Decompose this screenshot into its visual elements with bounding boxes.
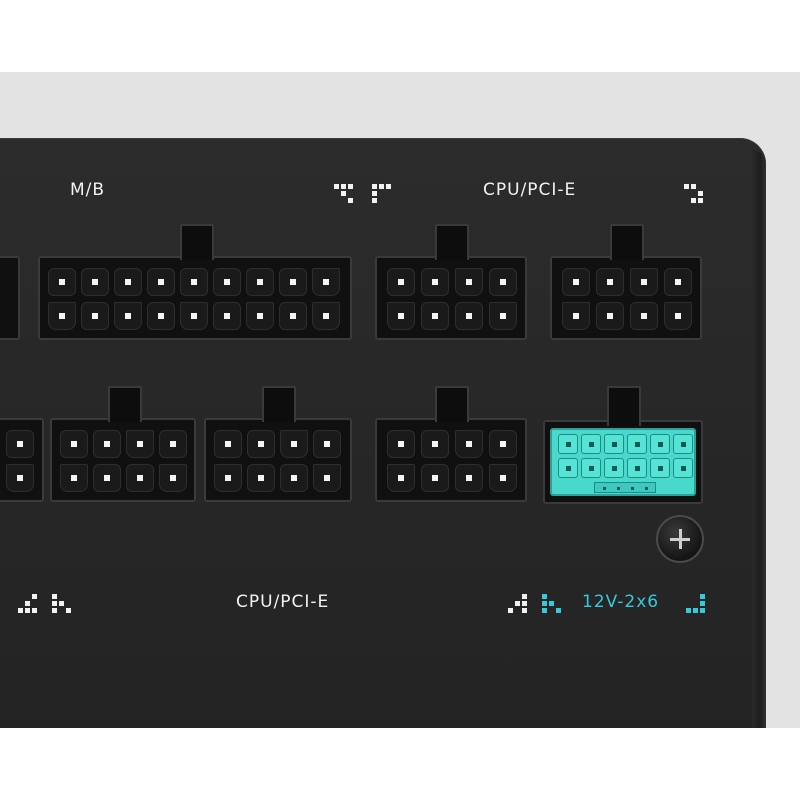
12v-2x6-connector — [550, 428, 696, 496]
label-mb: M/B — [70, 180, 106, 200]
cpu-pcie-connector-2 — [550, 224, 702, 340]
label-cpu-pcie-bottom: CPU/PCI-E — [236, 592, 330, 612]
cpu-pcie-connector-4 — [204, 386, 352, 502]
mb-connector-partial — [0, 256, 20, 340]
background-bottom — [0, 728, 800, 800]
psu-side-edge — [752, 150, 766, 728]
connector-partial-left — [0, 418, 44, 502]
cpu-pcie-connector-5 — [375, 386, 527, 502]
label-cpu-pcie-top: CPU/PCI-E — [483, 180, 577, 200]
cpu-pcie-connector-1 — [375, 224, 527, 340]
label-12v-2x6: 12V-2x6 — [582, 592, 660, 612]
mb-24pin-connector — [38, 224, 352, 340]
background-top — [0, 0, 800, 72]
screw-icon — [656, 515, 704, 563]
cpu-pcie-connector-3 — [50, 386, 196, 502]
